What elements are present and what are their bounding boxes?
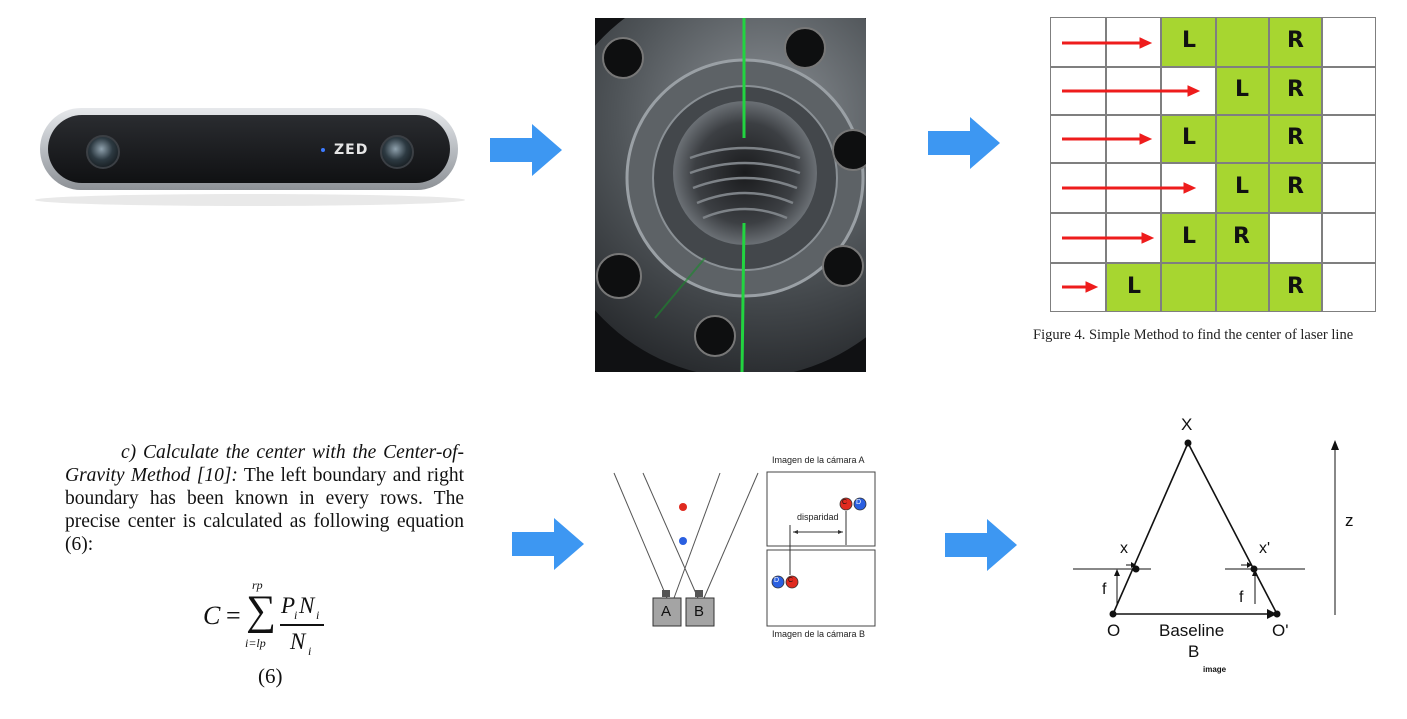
image-x-left-label: x <box>1120 540 1128 557</box>
point-c-label: C <box>842 499 848 506</box>
laser-flange-photo <box>595 18 866 372</box>
point-d-label: D <box>774 577 780 584</box>
left-boundary-label: L <box>1235 174 1250 199</box>
baseline-symbol: B <box>1188 642 1200 661</box>
right-boundary-label: R <box>1233 224 1250 249</box>
right-boundary-label: R <box>1287 77 1304 102</box>
point-x-label: X <box>1181 415 1193 434</box>
eq-upper-limit: rp <box>252 578 263 592</box>
camera-b-label: B <box>694 603 705 620</box>
point-d-label: D <box>856 499 862 506</box>
right-boundary-label: R <box>1287 274 1304 299</box>
eq-num-p: P <box>281 593 296 618</box>
right-boundary-label: R <box>1287 125 1304 150</box>
eq-num-sub: i <box>316 608 320 622</box>
eq-num-sub: i <box>294 608 298 622</box>
scan-arrows <box>1062 37 1201 293</box>
focal-right-label: f <box>1239 589 1244 606</box>
zed-left-lens <box>86 135 120 169</box>
baseline-label: Baseline <box>1159 621 1225 640</box>
zed-camera-image <box>0 60 500 220</box>
image-x-right-label: x' <box>1259 540 1271 557</box>
flow-arrow-icon <box>928 117 1000 169</box>
eq-lower-limit: i=lp <box>245 636 266 650</box>
eq-num-n: N <box>299 593 315 618</box>
stereo-disparity-figure: Imagen de la cámara A disparidad Imagen … <box>610 455 880 645</box>
right-boundary-label: R <box>1287 28 1304 53</box>
camera-rays <box>613 471 876 627</box>
origin-right-label: O' <box>1272 621 1289 640</box>
point-c-label: C <box>788 577 794 584</box>
left-boundary-label: L <box>1182 224 1197 249</box>
zed-right-lens <box>380 135 414 169</box>
summation-icon: ∑ <box>246 588 276 634</box>
eq-den-sub: i <box>308 644 312 658</box>
disparity-label: disparidad <box>797 512 839 522</box>
z-axis-label: z <box>1345 511 1354 530</box>
left-boundary-label: L <box>1235 77 1250 102</box>
flow-arrow-icon <box>490 124 562 176</box>
camera-a-image-title: Imagen de la cámara A <box>772 455 865 465</box>
eq-lhs: C <box>203 601 221 630</box>
origin-left-label: O <box>1107 621 1121 640</box>
zed-status-led <box>321 148 325 152</box>
left-boundary-label: L <box>1127 274 1142 299</box>
left-boundary-label: L <box>1182 125 1197 150</box>
laser-center-grid: L R L R L R L R L R L R <box>1050 17 1376 312</box>
eq-equals: = <box>226 601 241 630</box>
center-of-gravity-equation: C = ∑ rp i=lp P i N i N i (6) <box>195 578 365 698</box>
focal-left-label: f <box>1102 581 1107 598</box>
equation-number: (6) <box>258 664 283 688</box>
triangulation-lines <box>1073 439 1339 619</box>
camera-b-image-title: Imagen de la cámara B <box>772 629 866 639</box>
flow-arrow-icon <box>512 518 584 570</box>
triangulation-diagram: X z x x' f f O O' Baseline B image <box>1065 410 1385 680</box>
method-body: The left boundary and right boundary has… <box>65 465 464 555</box>
baseline-subscript: image <box>1203 665 1227 674</box>
flow-arrow-icon <box>945 519 1017 571</box>
camera-a-label: A <box>661 603 672 620</box>
zed-brand-logo: ZED <box>334 142 369 158</box>
right-boundary-label: R <box>1287 174 1304 199</box>
left-boundary-label: L <box>1182 28 1197 53</box>
method-heading: c) Calculate the center with the Center-… <box>65 442 464 486</box>
method-paragraph: c) Calculate the center with the Center-… <box>65 441 464 556</box>
eq-den-n: N <box>290 629 306 654</box>
fraction-bar <box>280 624 324 626</box>
figure-caption: Figure 4. Simple Method to find the cent… <box>1033 327 1354 343</box>
